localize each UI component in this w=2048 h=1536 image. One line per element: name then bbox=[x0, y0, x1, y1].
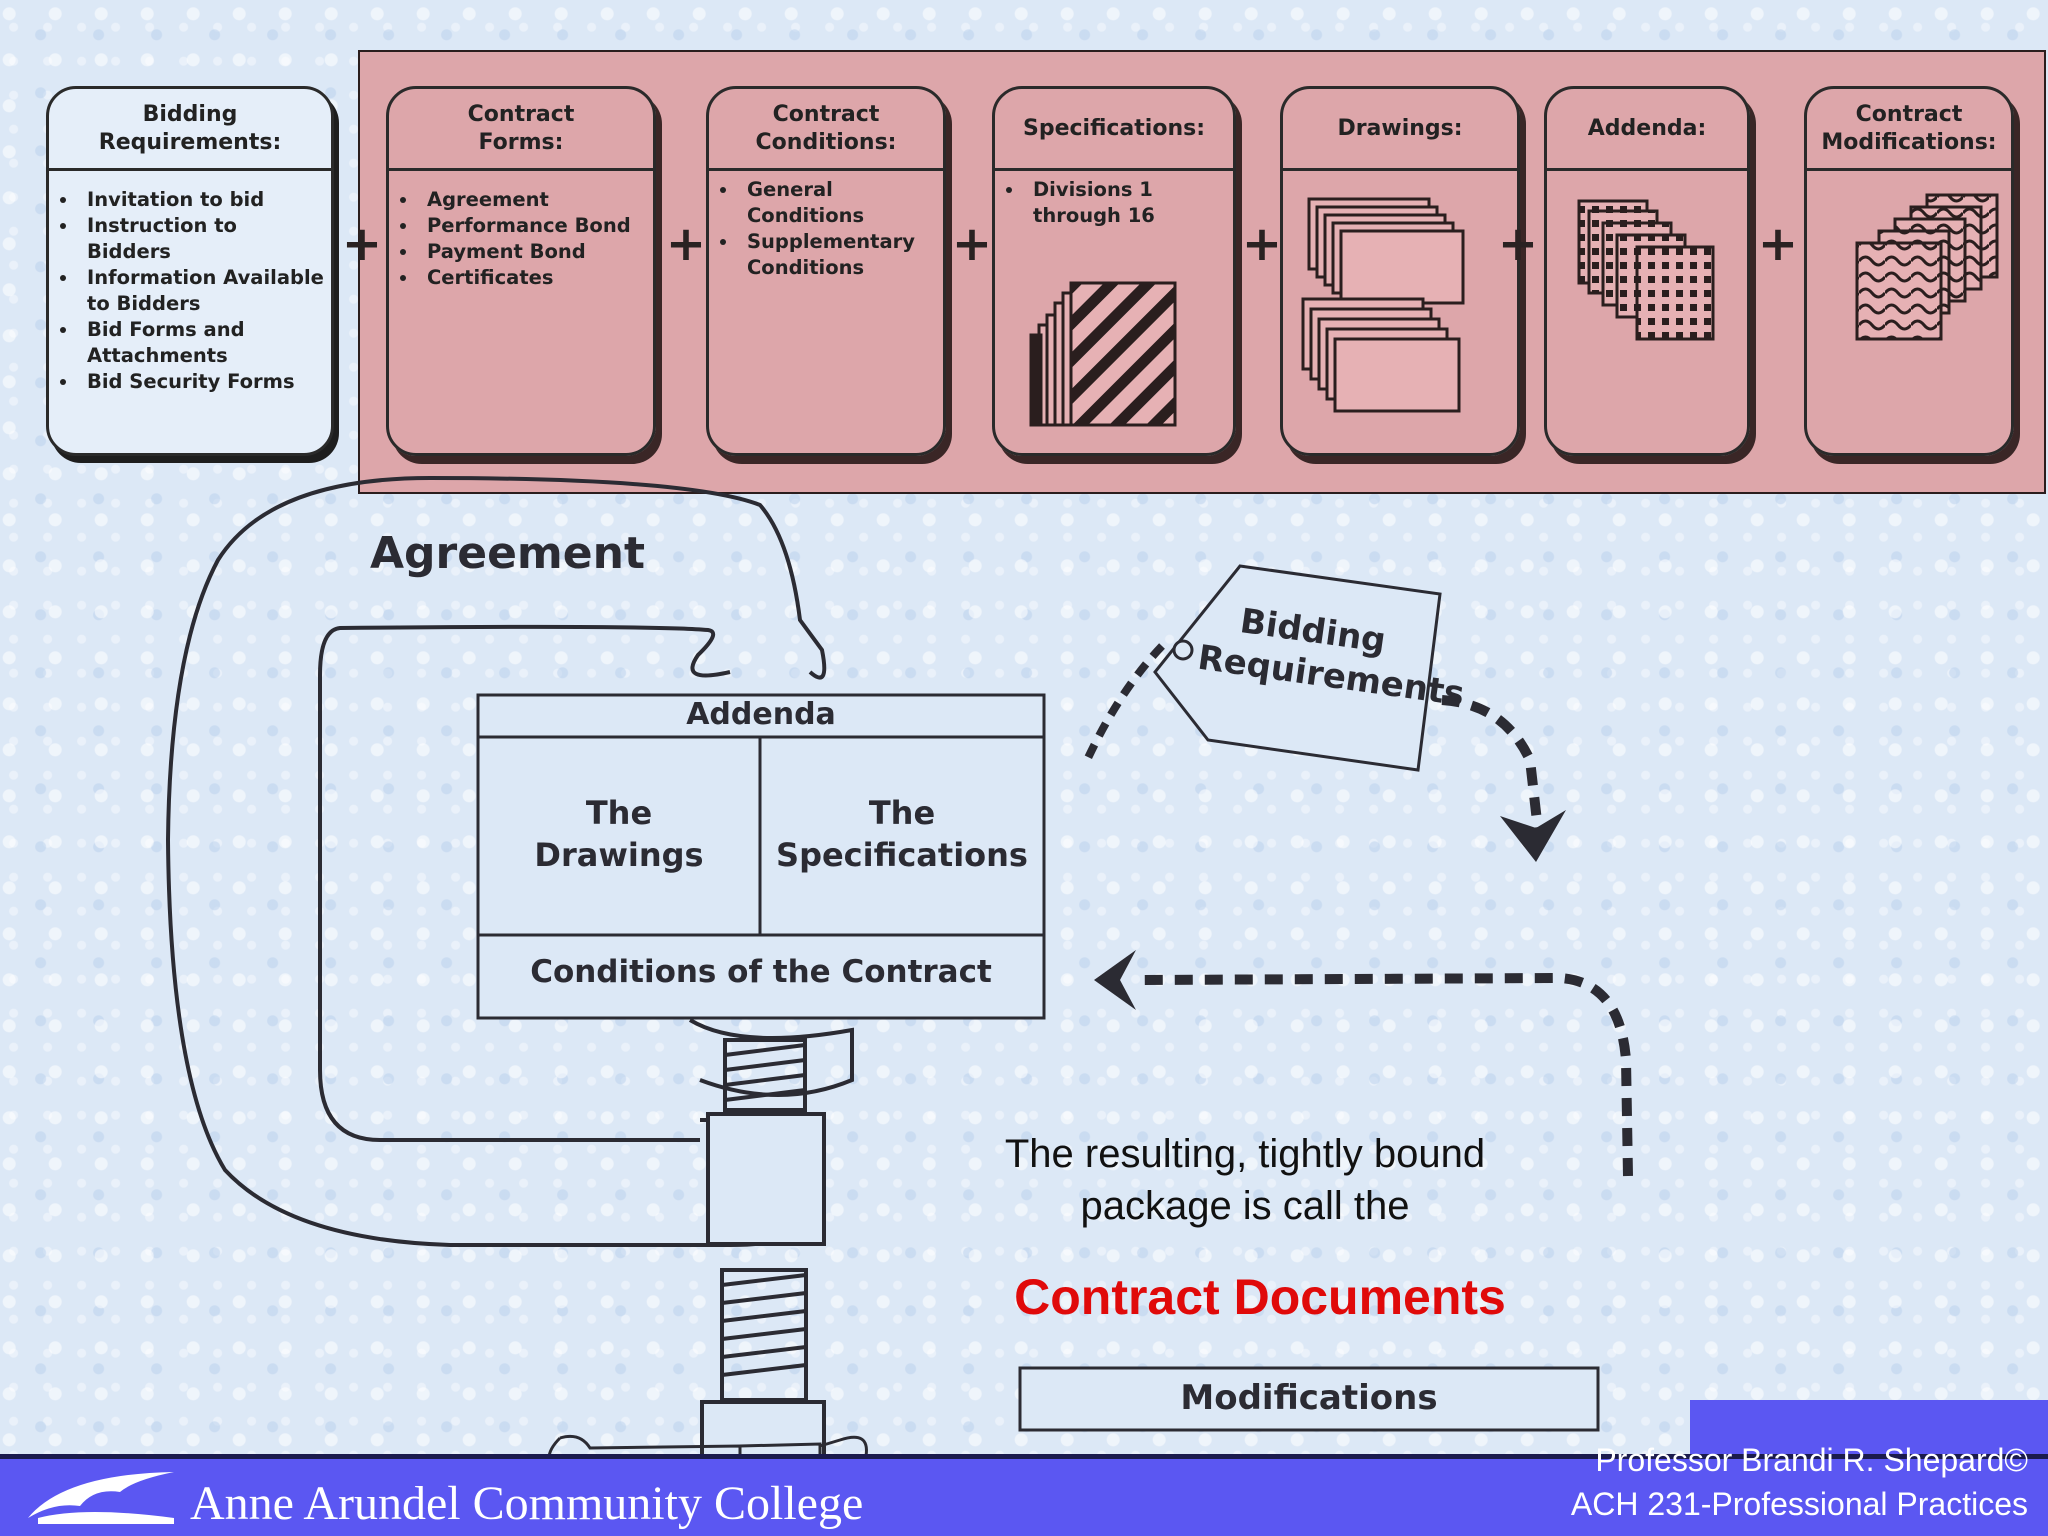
card-bidding-requirements: Bidding Requirements: Invitation to bid … bbox=[46, 86, 334, 456]
dashed-arrow-return bbox=[1139, 972, 1633, 1177]
clamp-screw bbox=[688, 1018, 854, 1464]
drawing-sheets-icon bbox=[1301, 197, 1465, 413]
addenda-band: Addenda bbox=[686, 697, 836, 732]
card-contract-conditions: Contract Conditions: General Conditions … bbox=[706, 86, 946, 456]
card-title: Contract Modifications: bbox=[1807, 89, 2011, 171]
college-name: Anne Arundel Community College bbox=[190, 1477, 864, 1530]
card-item: Performance Bond bbox=[419, 213, 649, 239]
card-item: Bid Security Forms bbox=[79, 369, 327, 395]
course-name: ACH 231-Professional Practices bbox=[1570, 1486, 2028, 1522]
college-logo-icon bbox=[28, 1472, 174, 1524]
arrowhead-left-icon bbox=[1094, 950, 1136, 1010]
drawings-cell: The Drawings bbox=[534, 794, 704, 874]
card-item: Certificates bbox=[419, 265, 649, 291]
card-item-list: Agreement Performance Bond Payment Bond … bbox=[389, 171, 653, 291]
footer-bar bbox=[0, 1454, 2048, 1536]
modifications-box bbox=[1018, 1366, 1600, 1432]
card-title: Contract Conditions: bbox=[709, 89, 943, 171]
card-item-list: Divisions 1 through 16 bbox=[995, 171, 1233, 229]
clamp-frame bbox=[165, 475, 827, 1247]
plus-sign: + bbox=[1757, 216, 1799, 272]
bidding-requirements-tag bbox=[1153, 564, 1442, 772]
dotted-sheets-icon bbox=[1577, 199, 1715, 341]
plus-sign: + bbox=[341, 216, 383, 272]
plus-sign: + bbox=[1241, 216, 1283, 272]
card-title: Specifications: bbox=[995, 89, 1233, 171]
card-title: Drawings: bbox=[1283, 89, 1517, 171]
dashed-arrow-down bbox=[1441, 695, 1543, 831]
card-item-list: Invitation to bid Instruction to Bidders… bbox=[49, 171, 331, 395]
card-specifications: Specifications: Divisions 1 through 16 bbox=[992, 86, 1236, 456]
contract-documents-title: Contract Documents bbox=[1014, 1269, 1506, 1325]
card-item: General Conditions bbox=[739, 177, 939, 229]
card-item: Supplementary Conditions bbox=[739, 229, 939, 281]
card-contract-modifications: Contract Modifications: bbox=[1804, 86, 2014, 456]
specifications-cell: The Specifications bbox=[776, 794, 1028, 874]
card-contract-forms: Contract Forms: Agreement Performance Bo… bbox=[386, 86, 656, 456]
card-item: Information Available to Bidders bbox=[79, 265, 327, 317]
card-item: Instruction to Bidders bbox=[79, 213, 327, 265]
arrowhead-down-icon bbox=[1500, 810, 1566, 862]
agreement-label: Agreement bbox=[370, 528, 645, 579]
card-item: Divisions 1 through 16 bbox=[1025, 177, 1229, 229]
modifications-label: Modifications bbox=[1180, 1378, 1438, 1418]
professor-name: Professor Brandi R. Shepard© bbox=[1595, 1442, 2028, 1478]
contract-components-band bbox=[358, 50, 2046, 494]
card-title: Bidding Requirements: bbox=[49, 89, 331, 171]
plus-sign: + bbox=[665, 216, 707, 272]
card-title: Addenda: bbox=[1547, 89, 1747, 171]
card-item: Invitation to bid bbox=[79, 187, 327, 213]
conditions-band: Conditions of the Contract bbox=[530, 954, 992, 990]
caption-text: The resulting, tightly bound package is … bbox=[1004, 1132, 1486, 1228]
dashed-arrow-left bbox=[1084, 643, 1165, 760]
card-item: Bid Forms and Attachments bbox=[79, 317, 327, 369]
hatched-sheets-icon bbox=[1029, 281, 1177, 427]
document-box bbox=[476, 693, 1046, 1020]
card-item: Payment Bond bbox=[419, 239, 649, 265]
card-item: Agreement bbox=[419, 187, 649, 213]
plus-sign: + bbox=[1497, 216, 1539, 272]
plus-sign: + bbox=[951, 216, 993, 272]
wavy-sheets-icon bbox=[1855, 193, 1999, 341]
footer-corner-block bbox=[1690, 1400, 2048, 1460]
card-addenda: Addenda: bbox=[1544, 86, 1750, 456]
card-drawings: Drawings: bbox=[1280, 86, 1520, 456]
card-item-list: General Conditions Supplementary Conditi… bbox=[709, 171, 943, 281]
card-title: Contract Forms: bbox=[389, 89, 653, 171]
footer-credits: Professor Brandi R. Shepard© ACH 231-Pro… bbox=[1571, 1438, 2028, 1526]
